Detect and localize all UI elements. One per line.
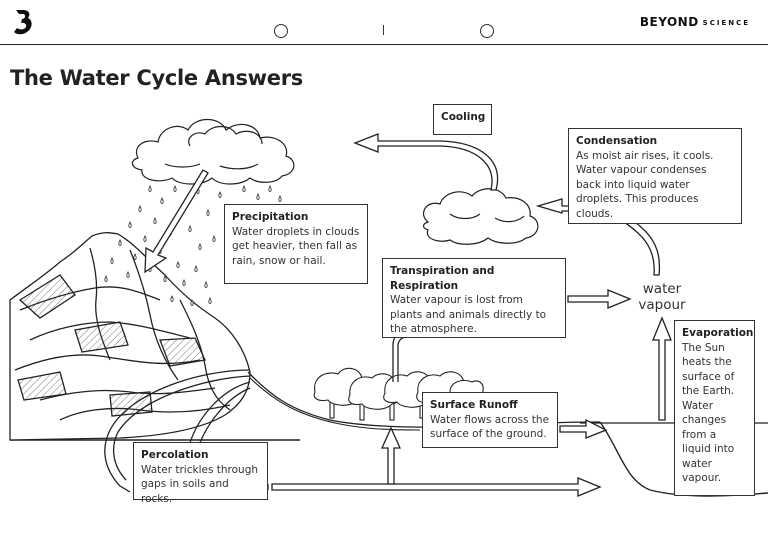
- binder-hole-left: [274, 24, 288, 38]
- precipitation-text: Water droplets in clouds get heavier, th…: [232, 225, 360, 267]
- binder-hole-right: [480, 24, 494, 38]
- label-evaporation: Evaporation The Sun heats the surface of…: [674, 320, 755, 496]
- label-condensation: Condensation As moist air rises, it cool…: [568, 128, 742, 224]
- center-mark: [383, 25, 385, 35]
- surface-runoff-arrow: [559, 418, 608, 439]
- surface-runoff-text: Water flows across the surface of the gr…: [430, 413, 550, 441]
- transpiration-arrow: [567, 289, 632, 309]
- brand-logo-icon: [14, 10, 32, 35]
- page-title: The Water Cycle Answers: [10, 66, 303, 90]
- transpiration-title: Transpiration and Respiration: [390, 265, 495, 292]
- precipitation-title: Precipitation: [232, 211, 309, 223]
- percolation-title: Percolation: [141, 449, 209, 461]
- runoff-channel: [249, 377, 421, 431]
- percolation-text: Water trickles through gaps in soils and…: [141, 463, 259, 505]
- condensation-text: As moist air rises, it cools. Water vapo…: [576, 149, 714, 220]
- groundwater-arrow: [271, 477, 602, 497]
- rain-cloud: [131, 118, 295, 185]
- condensation-title: Condensation: [576, 135, 658, 147]
- label-water-vapour: water vapour: [638, 281, 686, 313]
- condensation-cloud: [422, 188, 539, 245]
- cooling-arrow: [353, 133, 499, 191]
- label-precipitation: Precipitation Water droplets in clouds g…: [224, 204, 368, 284]
- label-percolation: Percolation Water trickles through gaps …: [133, 442, 268, 505]
- label-transpiration: Transpiration and Respiration Water vapo…: [382, 258, 566, 338]
- evaporation-text: The Sun heats the surface of the Earth. …: [682, 341, 735, 485]
- surface-runoff-title: Surface Runoff: [430, 399, 518, 411]
- evaporation-arrow: [652, 316, 672, 421]
- label-cooling: Cooling: [433, 104, 492, 135]
- uptake-arrow: [380, 426, 402, 485]
- label-surface-runoff: Surface Runoff Water flows across the su…: [422, 392, 558, 448]
- runoff-slope: [247, 371, 601, 428]
- transpiration-text: Water vapour is lost from plants and ani…: [390, 294, 547, 335]
- precipitation-arrow: [144, 169, 209, 274]
- mountain: [9, 232, 251, 441]
- evaporation-title: Evaporation: [682, 327, 754, 339]
